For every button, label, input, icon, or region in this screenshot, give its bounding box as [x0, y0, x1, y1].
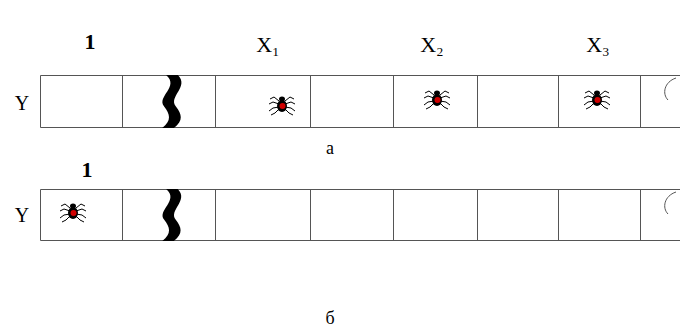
barrier [162, 189, 181, 241]
panel-letter: а [326, 139, 334, 157]
spider [584, 91, 610, 110]
row-label: Y [15, 205, 29, 225]
spider [60, 204, 86, 223]
column-number: 1 [85, 31, 96, 53]
wall-edge [665, 78, 676, 100]
spider [269, 97, 295, 116]
spider [424, 91, 450, 110]
panel-letter: б [325, 309, 334, 327]
cell-strip [41, 75, 680, 128]
column-number: 1 [82, 159, 93, 181]
wall-edge [665, 192, 676, 214]
barrier [162, 75, 181, 128]
column-label: X₃ [586, 34, 610, 56]
cell-strip [41, 189, 680, 241]
column-label: X₁ [256, 34, 280, 56]
row-label: Y [15, 93, 29, 113]
column-label: X₂ [420, 34, 444, 56]
